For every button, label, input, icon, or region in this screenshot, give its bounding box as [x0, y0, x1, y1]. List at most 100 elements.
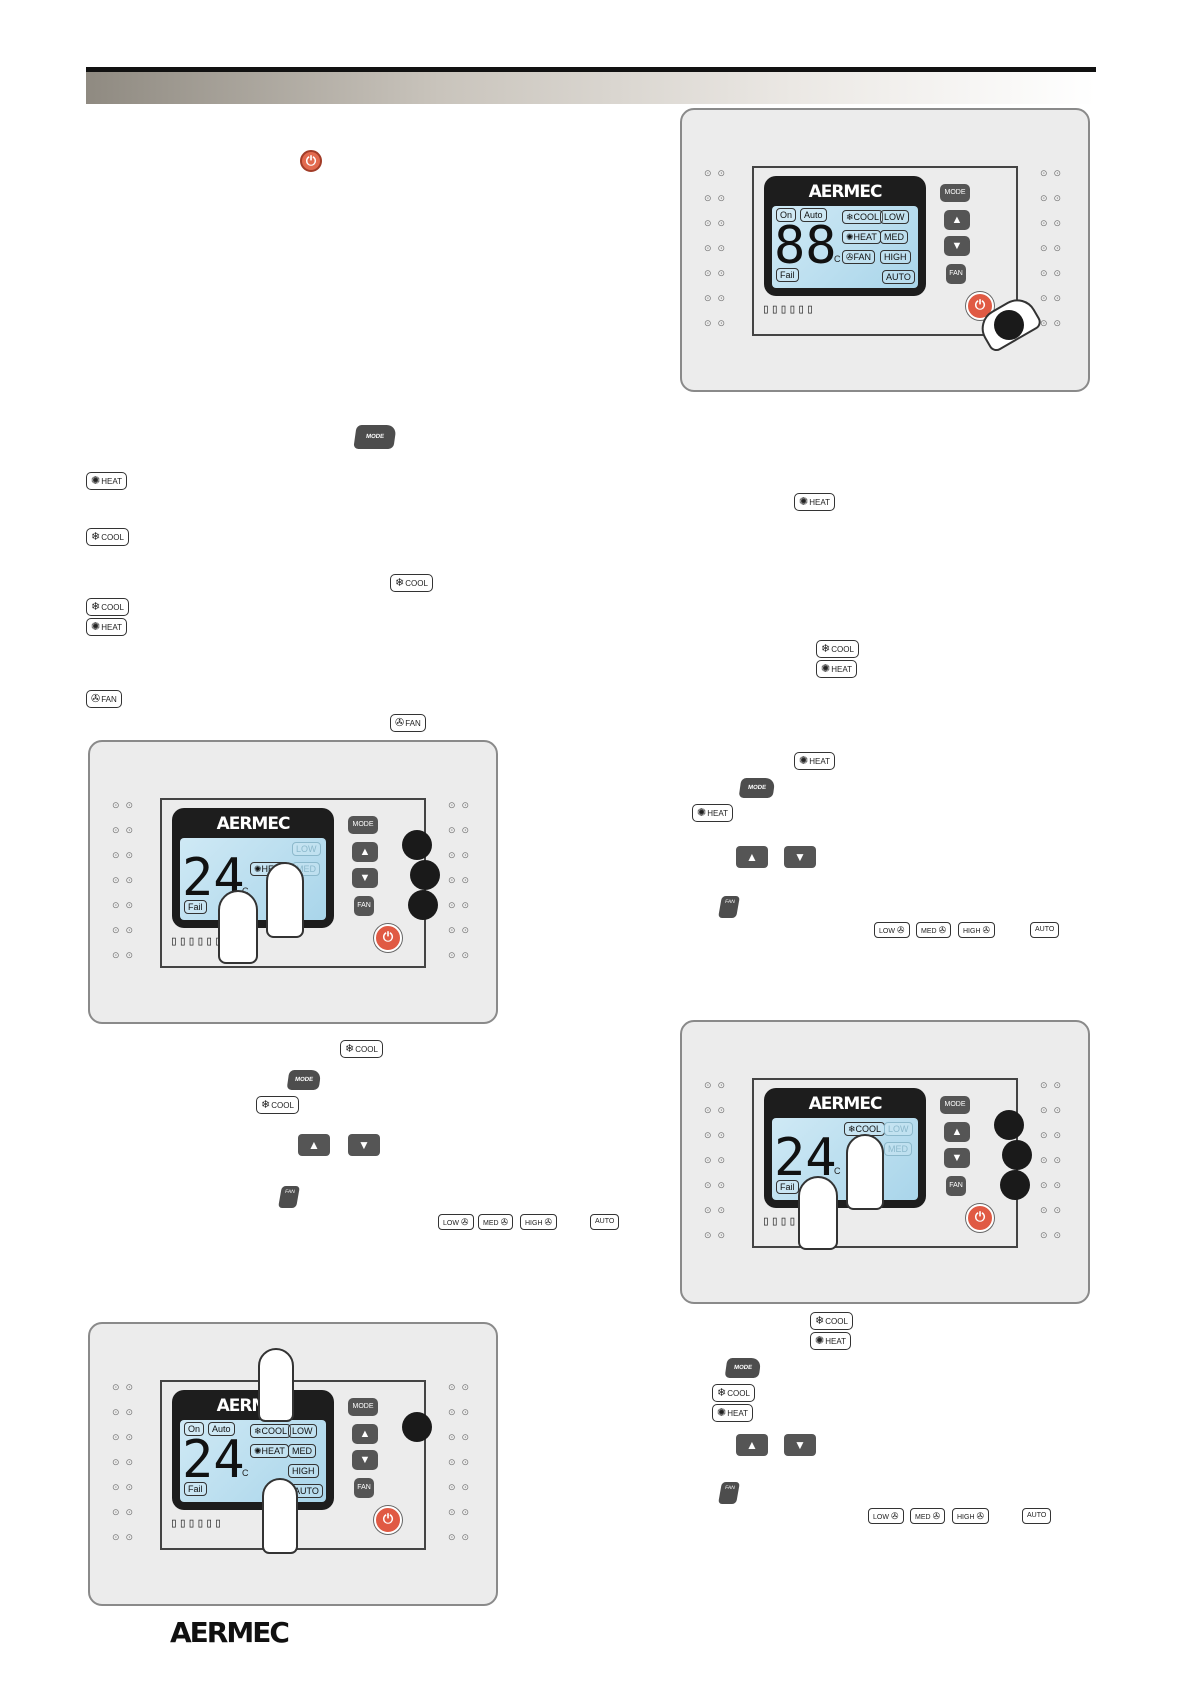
lcd-screen: On Auto 24 C ❄COOL LOW ✺HEAT MED HIGH Fa…	[180, 1420, 326, 1502]
lcd-low-label: LOW	[292, 842, 321, 856]
hand-icon	[262, 1478, 298, 1554]
power-button[interactable]: ⏻	[966, 1204, 994, 1232]
up-button[interactable]: ▲	[944, 1122, 970, 1142]
mode-button[interactable]: MODE	[940, 1096, 970, 1114]
lcd-low-label: LOW	[288, 1424, 317, 1438]
step-marker-2	[410, 860, 440, 890]
down-button[interactable]: ▼	[352, 1450, 378, 1470]
lcd-cool-label: ❄COOL	[844, 1122, 886, 1136]
lcd-heat-label: ✺HEAT	[250, 1444, 289, 1458]
speed-high-badge: HIGH✇	[958, 922, 996, 938]
mode-key-icon: MODE	[286, 1070, 322, 1090]
down-button[interactable]: ▼	[944, 236, 970, 256]
heat-badge: ✺HEAT	[692, 804, 733, 822]
speed-med-badge: MED✇	[916, 922, 952, 938]
heat-badge: ✺HEAT	[712, 1404, 753, 1422]
fan-button[interactable]: FAN	[354, 896, 374, 916]
lcd-display: AERMEC 24 C ❄COOL LOW MED Fail	[764, 1088, 926, 1208]
cool-badge: ❄COOL	[816, 640, 859, 658]
speed-low-badge: LOW✇	[874, 922, 910, 938]
speed-low-badge: LOW✇	[438, 1214, 474, 1230]
hand-icon	[798, 1176, 838, 1250]
footer-brand-logo: AERMEC	[170, 1616, 290, 1649]
grill-icon: ▯▯▯▯▯▯	[762, 302, 815, 317]
hand-icon	[218, 890, 258, 964]
lcd-high-label: HIGH	[288, 1464, 319, 1478]
step-marker-1	[994, 1110, 1024, 1140]
up-button[interactable]: ▲	[352, 1424, 378, 1444]
speed-auto-badge: AUTO	[1030, 922, 1060, 938]
speed-high-badge: HIGH✇	[520, 1214, 558, 1230]
lcd-display: AERMEC On Auto 24 C ❄COOL LOW ✺HEAT MED …	[172, 1390, 334, 1510]
grill-icon: ▯▯▯▯▯▯	[170, 1516, 223, 1531]
fan-button[interactable]: FAN	[946, 1176, 966, 1196]
lcd-med-label: MED	[884, 1142, 912, 1156]
hand-icon	[258, 1348, 294, 1422]
display-frame: AERMEC 24 C ❄COOL LOW MED Fail MODE ▲ ▼ …	[752, 1078, 1032, 1250]
cool-badge: ❄COOL	[340, 1040, 383, 1058]
display-frame: AERMEC On Auto 88 C ❄COOL LOW ✺HEAT MED …	[752, 166, 1044, 354]
lcd-unit: C	[834, 1166, 841, 1176]
header-bar	[86, 72, 1096, 104]
cool-badge: ❄COOL	[712, 1384, 755, 1402]
lcd-fail-label: Fail	[184, 1482, 207, 1496]
lcd-heat-label: ✺HEAT	[842, 230, 881, 244]
up-button[interactable]: ▲	[352, 842, 378, 862]
vent-dots-left: ⊙⊙⊙⊙⊙⊙⊙⊙⊙⊙⊙⊙⊙⊙	[112, 800, 140, 960]
vent-dots-left: ⊙⊙⊙⊙⊙⊙⊙⊙⊙⊙⊙⊙⊙⊙	[704, 168, 732, 328]
thermostat-panel-1: ⊙⊙⊙⊙⊙⊙⊙⊙⊙⊙⊙⊙⊙⊙ ⊙⊙⊙⊙⊙⊙⊙⊙⊙⊙⊙⊙⊙⊙ AERMEC On …	[680, 108, 1090, 392]
hand-icon	[846, 1134, 884, 1210]
fan-badge: ✇FAN	[86, 690, 122, 708]
down-button[interactable]: ▼	[352, 868, 378, 888]
lcd-med-label: MED	[288, 1444, 316, 1458]
step-marker	[994, 310, 1024, 340]
speed-auto-badge: AUTO	[1022, 1508, 1052, 1524]
lcd-on-label: On	[776, 208, 797, 222]
cool-badge: ❄COOL	[256, 1096, 299, 1114]
thermostat-panel-2: ⊙⊙⊙⊙⊙⊙⊙⊙⊙⊙⊙⊙⊙⊙ ⊙⊙⊙⊙⊙⊙⊙⊙⊙⊙⊙⊙⊙⊙ AERMEC 24 …	[88, 740, 498, 1024]
step-marker	[402, 1412, 432, 1442]
mode-button[interactable]: MODE	[348, 1398, 378, 1416]
mode-key-icon: MODE	[724, 1358, 762, 1378]
step-marker-2	[1002, 1140, 1032, 1170]
lcd-on-label: On	[184, 1422, 205, 1436]
down-arrow-icon: ▼	[784, 1434, 816, 1456]
speed-high-badge: HIGH✇	[952, 1508, 990, 1524]
lcd-low-label: LOW	[880, 210, 909, 224]
power-button[interactable]: ⏻	[374, 924, 402, 952]
fan-key-icon: FAN	[278, 1186, 300, 1208]
speed-med-badge: MED✇	[478, 1214, 514, 1230]
brand-logo: AERMEC	[216, 1396, 291, 1416]
lcd-auto-label: Auto	[800, 208, 827, 222]
heat-badge: ✺HEAT	[794, 493, 835, 511]
fan-button[interactable]: FAN	[354, 1478, 374, 1498]
lcd-fail-label: Fail	[184, 900, 207, 914]
mode-button[interactable]: MODE	[348, 816, 378, 834]
up-button[interactable]: ▲	[944, 210, 970, 230]
thermostat-panel-4: ⊙⊙⊙⊙⊙⊙⊙⊙⊙⊙⊙⊙⊙⊙ ⊙⊙⊙⊙⊙⊙⊙⊙⊙⊙⊙⊙⊙⊙ AERMEC 24 …	[680, 1020, 1090, 1304]
lcd-low-label: LOW	[884, 1122, 913, 1136]
heat-badge: ✺HEAT	[810, 1332, 851, 1350]
lcd-unit: C	[834, 254, 841, 264]
power-icon: ⏻	[300, 150, 322, 172]
power-button[interactable]: ⏻	[374, 1506, 402, 1534]
fan-badge: ✇FAN	[390, 714, 426, 732]
heat-badge: ✺HEAT	[86, 618, 127, 636]
lcd-fail-label: Fail	[776, 1180, 799, 1194]
fan-key-icon: FAN	[718, 1482, 740, 1504]
down-button[interactable]: ▼	[944, 1148, 970, 1168]
mode-button[interactable]: MODE	[940, 184, 970, 202]
speed-low-badge: LOW✇	[868, 1508, 904, 1524]
lcd-temperature: 24	[774, 1128, 837, 1188]
step-marker-3	[408, 890, 438, 920]
vent-dots-right: ⊙⊙⊙⊙⊙⊙⊙⊙⊙⊙⊙⊙⊙⊙	[448, 800, 476, 960]
vent-dots-right: ⊙⊙⊙⊙⊙⊙⊙⊙⊙⊙⊙⊙⊙⊙	[448, 1382, 476, 1542]
cool-badge: ❄COOL	[390, 574, 433, 592]
lcd-auto-label: Auto	[208, 1422, 235, 1436]
vent-dots-left: ⊙⊙⊙⊙⊙⊙⊙⊙⊙⊙⊙⊙⊙⊙	[704, 1080, 732, 1240]
vent-dots-right: ⊙⊙⊙⊙⊙⊙⊙⊙⊙⊙⊙⊙⊙⊙	[1040, 168, 1068, 328]
lcd-screen: On Auto 88 C ❄COOL LOW ✺HEAT MED ✇FAN HI…	[772, 206, 918, 288]
up-arrow-icon: ▲	[736, 1434, 768, 1456]
fan-button[interactable]: FAN	[946, 264, 966, 284]
up-arrow-icon: ▲	[298, 1134, 330, 1156]
